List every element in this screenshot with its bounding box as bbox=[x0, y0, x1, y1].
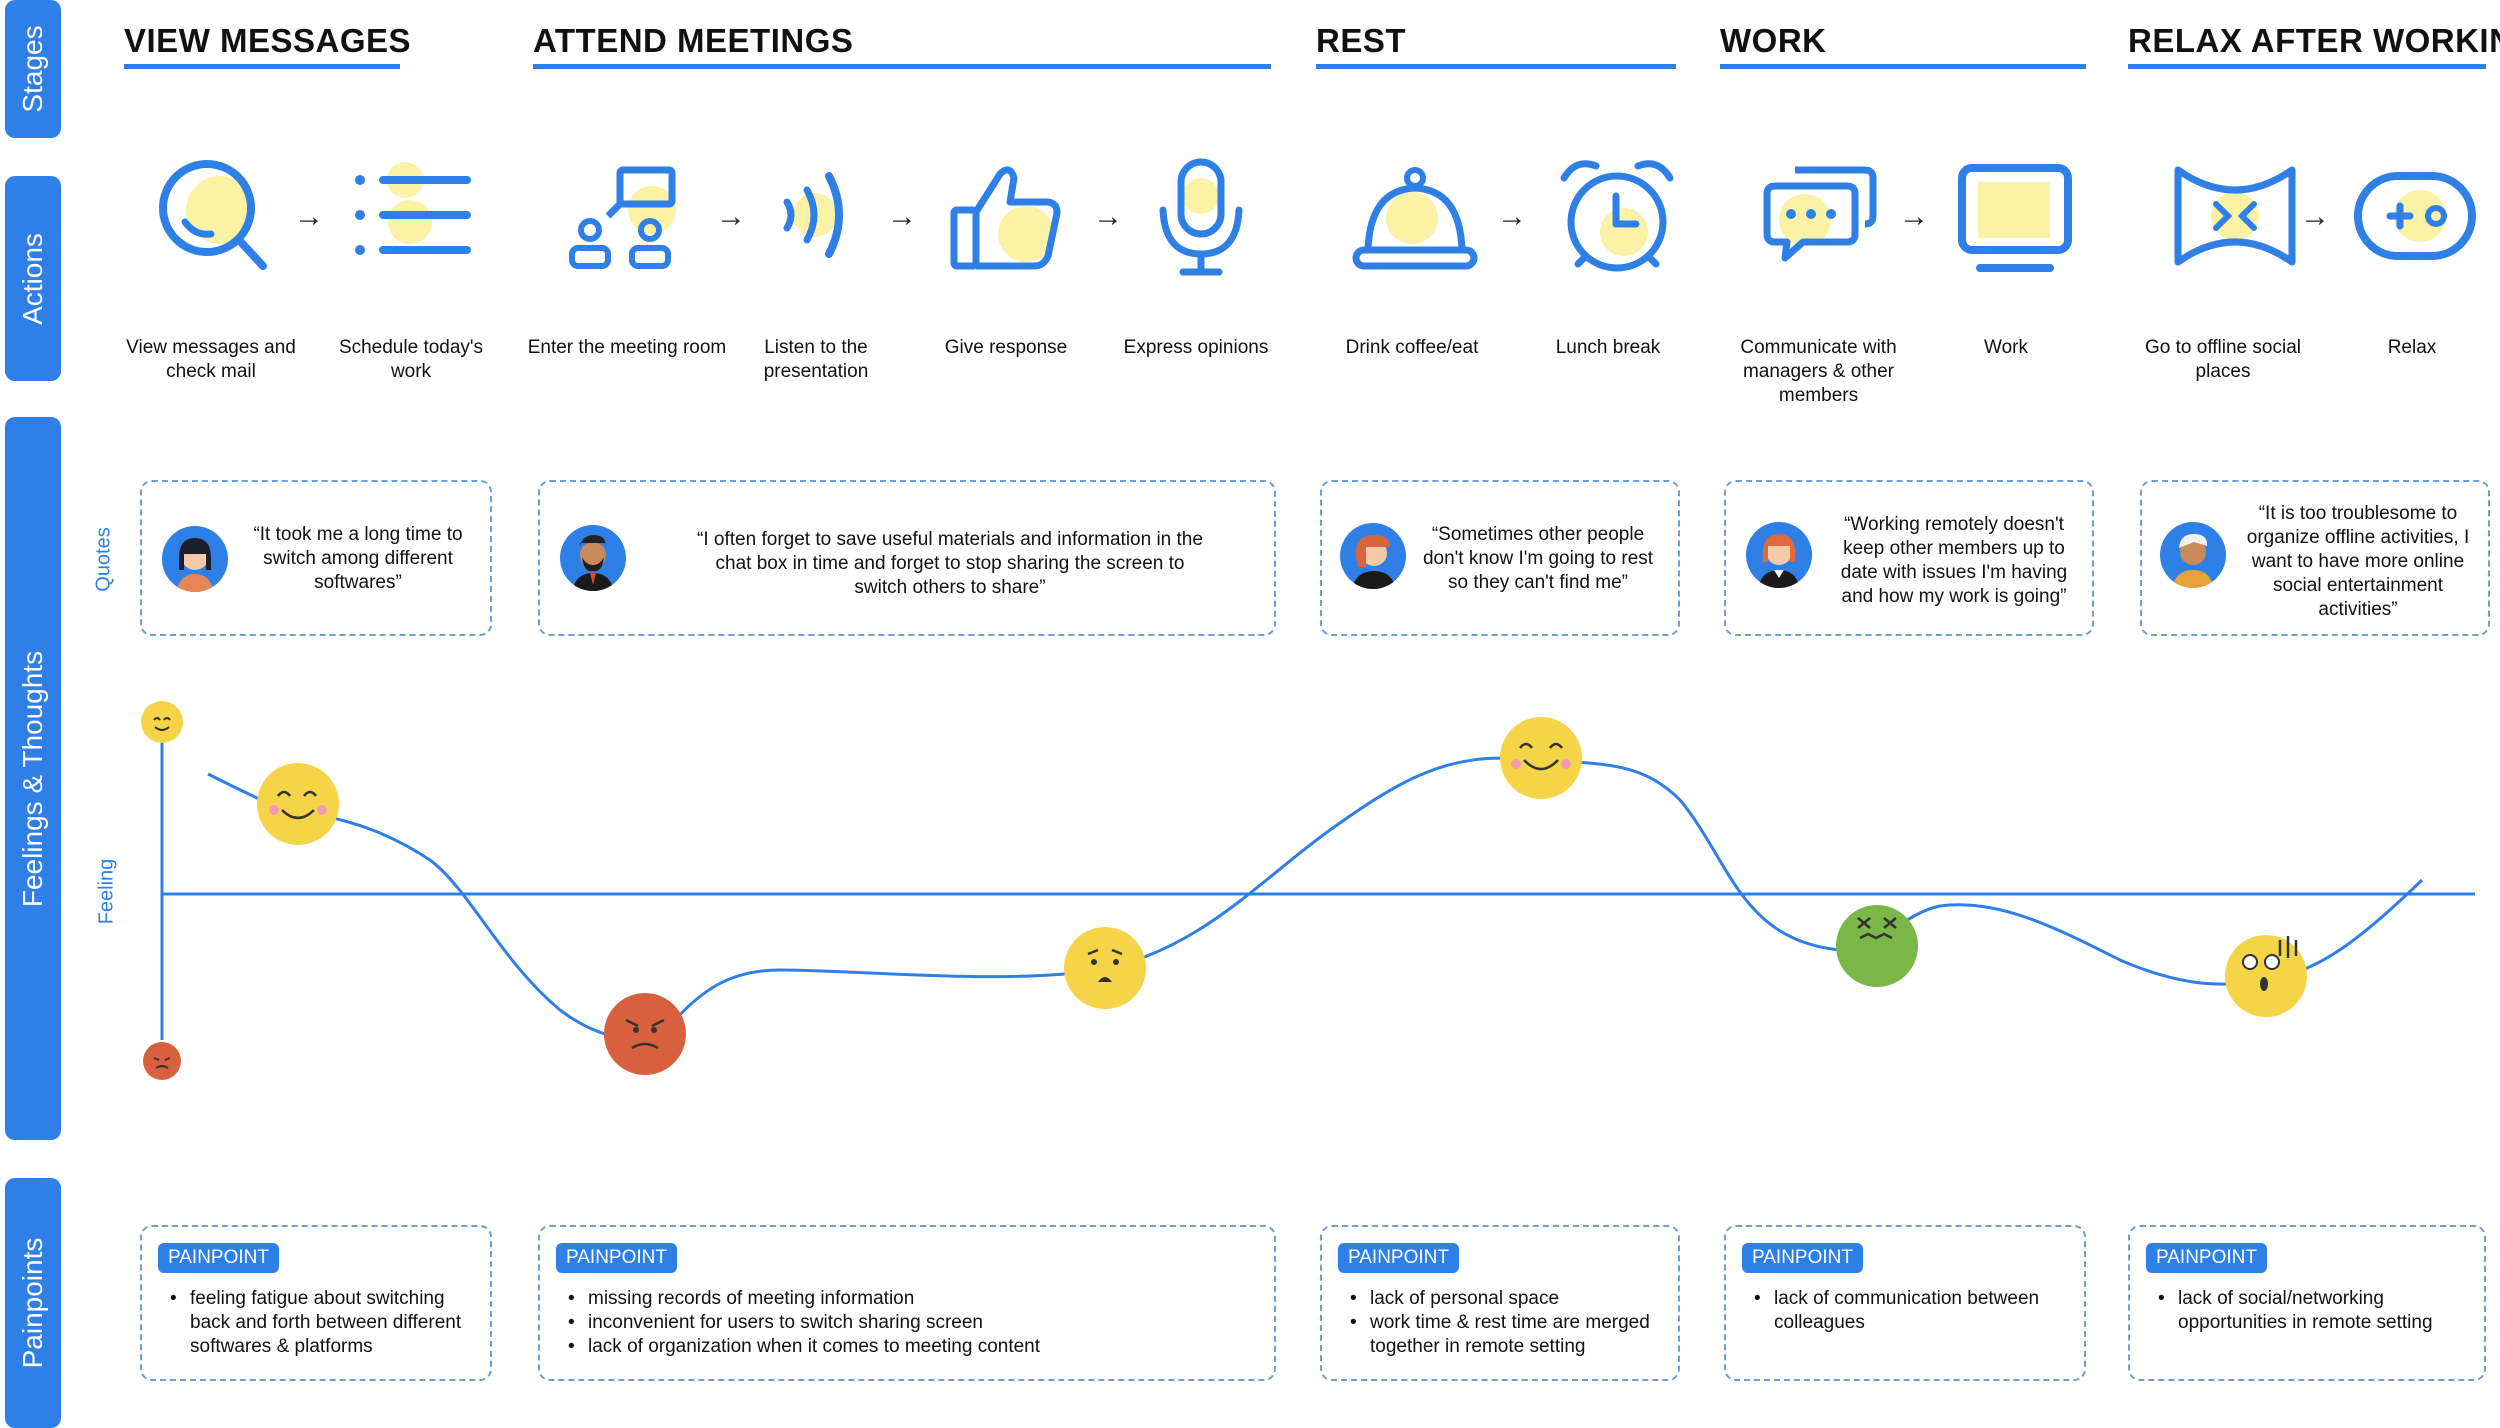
quotes-label: Quotes bbox=[92, 527, 115, 592]
action-label: Express opinions bbox=[1123, 337, 1269, 358]
painpoint-list: missing records of meeting information i… bbox=[568, 1287, 1248, 1359]
lane-label: Stages bbox=[17, 25, 48, 113]
stage-underline bbox=[1316, 64, 1676, 69]
redhead-woman-avatar bbox=[1746, 522, 1812, 588]
arrow-right-icon: → bbox=[887, 200, 917, 233]
action-label: Work bbox=[1984, 337, 2028, 358]
quote-card bbox=[140, 480, 492, 636]
painpoint-list: lack of personal space work time & rest … bbox=[1350, 1287, 1670, 1359]
lane-label: Feelings & Thoughts bbox=[17, 650, 48, 907]
dizzy-emoji bbox=[1836, 905, 1918, 987]
painpoint-badge: PAINPOINT bbox=[556, 1243, 677, 1273]
stage-underline bbox=[124, 64, 400, 69]
quote-card bbox=[538, 480, 1276, 636]
painpoint-list: lack of social/networking opportunities … bbox=[2158, 1287, 2468, 1335]
painpoint-badge: PAINPOINT bbox=[1338, 1243, 1459, 1273]
painpoint-badge: PAINPOINT bbox=[1742, 1243, 1863, 1273]
action-label: Drink coffee/eat bbox=[1345, 337, 1479, 358]
painpoint-list: lack of communication between colleagues bbox=[1754, 1287, 2074, 1335]
sound-waves-icon bbox=[765, 150, 895, 280]
painpoint-item: missing records of meeting information bbox=[568, 1287, 1248, 1311]
stages-lane: Stages bbox=[5, 0, 61, 138]
quote-card bbox=[2140, 480, 2490, 636]
action-label: Communicate with managers & other member… bbox=[1740, 337, 1897, 406]
painpoint-list: feeling fatigue about switching back and… bbox=[170, 1287, 480, 1359]
action-label: Give response bbox=[944, 337, 1068, 358]
action-label: Lunch break bbox=[1555, 337, 1661, 358]
painpoints-lane: Painpoints bbox=[5, 1178, 61, 1428]
painpoint-card: PAINPOINT missing records of meeting inf… bbox=[538, 1225, 1276, 1381]
quote-text: “Sometimes other people don't know I'm g… bbox=[1422, 524, 1654, 593]
angry-emoji-small bbox=[143, 1042, 181, 1080]
older-man-avatar bbox=[2160, 522, 2226, 588]
arrow-right-icon: → bbox=[716, 200, 746, 233]
feeling-label: Feeling bbox=[95, 858, 118, 925]
alarm-clock-icon bbox=[1552, 150, 1682, 280]
action-label: Relax bbox=[2387, 337, 2437, 358]
quote-text: “I often forget to save useful materials… bbox=[697, 529, 1203, 598]
action-label: Enter the meeting room bbox=[527, 337, 727, 358]
stage-underline bbox=[533, 64, 1271, 69]
shocked-emoji bbox=[2225, 935, 2307, 1017]
painpoint-item: lack of communication between colleagues bbox=[1754, 1287, 2074, 1335]
painpoint-card: PAINPOINT lack of personal space work ti… bbox=[1320, 1225, 1680, 1381]
quote-text: “It is too troublesome to organize offli… bbox=[2246, 503, 2470, 620]
quote-card bbox=[1320, 480, 1680, 636]
actions-lane: Actions bbox=[5, 176, 61, 381]
monitor-icon bbox=[1950, 150, 2080, 280]
chat-bubbles-icon bbox=[1755, 150, 1885, 280]
angry-emoji bbox=[604, 993, 686, 1075]
painpoint-item: lack of social/networking opportunities … bbox=[2158, 1287, 2468, 1335]
stage-underline bbox=[1720, 64, 2086, 69]
search-icon bbox=[145, 150, 275, 280]
lane-label: Actions bbox=[17, 232, 48, 325]
arrow-right-icon: → bbox=[294, 200, 324, 233]
happy-emoji-small bbox=[141, 701, 183, 743]
bowtie-icon bbox=[2170, 150, 2300, 280]
arrow-right-icon: → bbox=[2300, 200, 2330, 233]
stage-title: ATTEND MEETINGS bbox=[533, 22, 854, 59]
feelings-lane: Feelings & Thoughts bbox=[5, 417, 61, 1140]
painpoint-card: PAINPOINT feeling fatigue about switchin… bbox=[140, 1225, 492, 1381]
quote-card bbox=[1724, 480, 2094, 636]
stage-title: REST bbox=[1316, 22, 1407, 59]
action-label: Schedule today's work bbox=[338, 337, 484, 382]
meeting-room-icon bbox=[562, 150, 692, 280]
painpoint-card: PAINPOINT lack of communication between … bbox=[1724, 1225, 2086, 1381]
cloche-icon bbox=[1350, 150, 1480, 280]
feeling-curve bbox=[207, 756, 2424, 1041]
stage-title: VIEW MESSAGES bbox=[124, 22, 412, 59]
gamepad-icon bbox=[2350, 150, 2480, 280]
quote-text: “It took me a long time to switch among … bbox=[253, 524, 463, 593]
painpoint-item: feeling fatigue about switching back and… bbox=[170, 1287, 480, 1359]
painpoint-card: PAINPOINT lack of social/networking oppo… bbox=[2128, 1225, 2486, 1381]
happy-emoji bbox=[257, 763, 339, 845]
arrow-right-icon: → bbox=[1093, 200, 1123, 233]
microphone-icon bbox=[1135, 150, 1265, 280]
lane-label: Painpoints bbox=[17, 1237, 48, 1369]
stage-underline bbox=[2128, 64, 2486, 69]
arrow-right-icon: → bbox=[1899, 200, 1929, 233]
painpoint-item: inconvenient for users to switch sharing… bbox=[568, 1311, 1248, 1335]
arrow-right-icon: → bbox=[1497, 200, 1527, 233]
stage-title: RELAX AFTER WORKING bbox=[2128, 22, 2500, 59]
painpoint-badge: PAINPOINT bbox=[2146, 1243, 2267, 1273]
list-icon bbox=[345, 150, 475, 280]
thumbs-up-icon bbox=[944, 150, 1074, 280]
painpoint-item: lack of organization when it comes to me… bbox=[568, 1335, 1248, 1359]
stage-title: WORK bbox=[1720, 22, 1827, 59]
bearded-man-avatar bbox=[560, 525, 626, 591]
action-label: Listen to the presentation bbox=[763, 337, 869, 382]
woman-avatar bbox=[1340, 523, 1406, 589]
painpoint-item: lack of personal space bbox=[1350, 1287, 1670, 1311]
very-happy-emoji bbox=[1500, 717, 1582, 799]
painpoint-badge: PAINPOINT bbox=[158, 1243, 279, 1273]
woman-avatar bbox=[162, 526, 228, 592]
worried-emoji bbox=[1064, 927, 1146, 1009]
painpoint-item: work time & rest time are merged togethe… bbox=[1350, 1311, 1670, 1359]
quote-text: “Working remotely doesn't keep other mem… bbox=[1840, 514, 2068, 607]
action-label: Go to offline social places bbox=[2145, 337, 2301, 382]
action-label: View messages and check mail bbox=[126, 337, 296, 382]
